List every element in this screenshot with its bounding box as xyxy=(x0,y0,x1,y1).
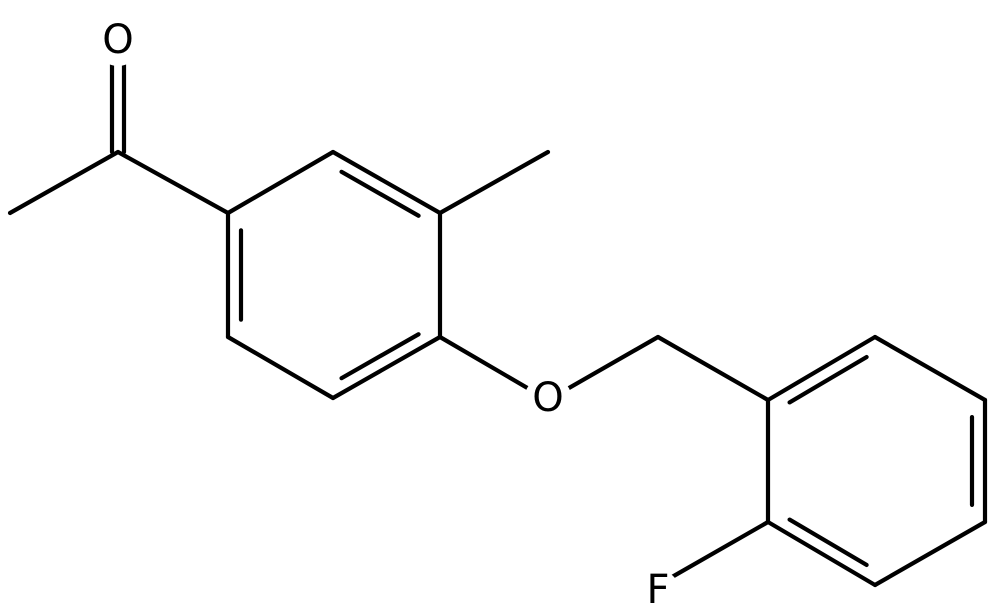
atom-labels-layer: O O F xyxy=(94,17,680,614)
bond-methylene-ring xyxy=(655,334,771,403)
bond-ring-b-1-inner xyxy=(787,354,869,405)
bond-methyl-acetyl xyxy=(7,149,121,216)
atom-fluorine: F xyxy=(636,567,680,614)
bond-ring-a-2 xyxy=(330,149,443,216)
bond-ring-b-4 xyxy=(872,519,988,588)
bond-acetyl-ring xyxy=(115,149,231,216)
bond-ring-fluorine xyxy=(655,519,771,588)
bond-ring-a-4 xyxy=(330,334,443,401)
atom-label-o-ether: O xyxy=(532,375,563,421)
bonds-layer xyxy=(7,39,988,588)
bond-ring-b-2 xyxy=(872,334,988,403)
atom-oxygen-carbonyl: O xyxy=(94,17,142,66)
bond-ring-methyl xyxy=(437,149,551,216)
bond-ring-a-4-inner xyxy=(339,332,421,381)
bond-ring-b-1 xyxy=(765,334,878,403)
bond-ring-b-5-inner xyxy=(787,517,869,568)
bond-ring-a-5 xyxy=(225,334,336,401)
bond-ring-a-2-inner xyxy=(339,169,421,218)
atom-label-o-carbonyl: O xyxy=(102,17,133,63)
bond-ring-a-1 xyxy=(225,149,336,216)
atom-label-f: F xyxy=(646,567,669,613)
bond-ring-b-5 xyxy=(765,519,878,588)
atom-oxygen-ether: O xyxy=(524,375,572,424)
